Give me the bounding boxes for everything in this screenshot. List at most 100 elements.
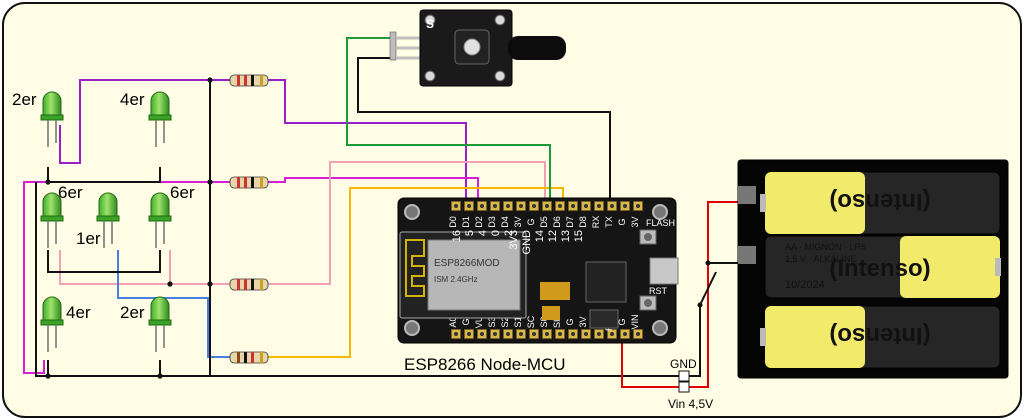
pin-label: S0 [539, 316, 549, 327]
resistor-2 [229, 176, 269, 189]
led-mid-left: 6er [40, 183, 83, 249]
pin-3v: 3V [578, 316, 591, 339]
pin-label: G [565, 318, 575, 325]
sensor-module: S [389, 9, 566, 87]
pin-label: VIN [630, 314, 640, 329]
rst-label: RST [649, 286, 668, 296]
pin-label: 3V [630, 216, 640, 227]
led-label: 2er [120, 303, 145, 322]
sensor-pin-label: S [426, 17, 434, 31]
silk-label: 3V3 [508, 230, 520, 250]
wire-yellow [268, 187, 564, 358]
pin-d4: D4 [500, 201, 513, 228]
wire-green [346, 37, 551, 205]
led-label: 4er [120, 90, 145, 109]
pin-label: RX [591, 216, 601, 229]
pin-g: G [526, 201, 539, 226]
pin-label: 3V [578, 316, 588, 327]
battery-brand: (Intenso) [829, 322, 930, 349]
silk-label: 0 [490, 230, 502, 236]
resistor-1 [229, 74, 269, 87]
pin-label: D6 [552, 216, 562, 228]
silk-label: 4 [477, 230, 489, 236]
pin-d2: D2 [474, 201, 487, 228]
silk-label: 2 [503, 230, 515, 236]
wire-purple [59, 79, 467, 205]
pin-d7: D7 [565, 201, 578, 228]
pin-3v: 3V [630, 201, 643, 228]
pin-d0: D0 [448, 201, 461, 228]
silk-label: 13 [560, 230, 572, 242]
wires [23, 37, 748, 388]
battery-spec: 1,5 V · ALKALINE [785, 254, 857, 264]
battery-brand: (Intenso) [829, 188, 930, 215]
silk-label: 5 [464, 230, 476, 236]
pin-s2: S2 [500, 316, 513, 339]
pin-label: S1 [513, 316, 523, 327]
pin-label: TX [604, 216, 614, 228]
pin-label: A0 [448, 316, 458, 327]
wire-red [621, 201, 748, 388]
pin-d1: D1 [461, 201, 474, 228]
led-label: 2er [12, 90, 37, 109]
pin-label: VU [474, 316, 484, 329]
silk-label: 12 [547, 230, 559, 242]
power-connector: GND Vin 4,5V [668, 357, 713, 411]
pin-label: D8 [578, 216, 588, 228]
led-mid-center: 1er [76, 192, 120, 249]
pin-label: G [617, 218, 627, 225]
vin-label: Vin 4,5V [668, 397, 713, 411]
pin-s3: S3 [487, 316, 500, 339]
pin-label: SK [552, 316, 562, 328]
led-bottom-right: 2er [120, 296, 172, 353]
pin-d8: D8 [578, 201, 591, 228]
pin-label: D1 [461, 216, 471, 228]
pin-d5: D5 [539, 201, 552, 228]
battery-pack: (Intenso) (Intenso) AA · MIGNON · LR6 1,5 V… [737, 159, 1009, 379]
pin-label: D5 [539, 216, 549, 228]
pin-label: D0 [448, 216, 458, 228]
pin-label: G [461, 318, 471, 325]
resistors [229, 74, 269, 364]
led-label: 6er [170, 183, 195, 202]
silk-label: 16 [451, 230, 463, 242]
battery-brand: (Intenso) [829, 255, 930, 282]
battery-3: (Intenso) [760, 305, 1001, 369]
usb-port [649, 257, 679, 285]
pin-s1: S1 [513, 316, 526, 339]
resistor-4 [229, 351, 269, 364]
wire-black [357, 57, 611, 205]
gnd-label: GND [670, 357, 697, 371]
battery-date: 10/2024 [785, 279, 825, 291]
silk-label: 14 [534, 230, 546, 242]
pin-d3: D3 [487, 201, 500, 228]
led-top-left: 2er [12, 90, 64, 148]
led-label: 1er [76, 229, 101, 248]
pin-g: G [617, 201, 630, 226]
pin-rx: RX [591, 201, 604, 229]
pin-g: G [565, 318, 578, 339]
pin-vu: VU [474, 316, 487, 339]
pin-g: G [461, 318, 474, 339]
led-mid-right: 6er [148, 183, 195, 249]
silk-label: 15 [573, 230, 585, 242]
pin-label: D3 [487, 216, 497, 228]
pin-vin: VIN [630, 314, 643, 339]
led-label: 6er [58, 183, 83, 202]
board-caption: ESP8266 Node-MCU [404, 355, 566, 374]
battery-spec: AA · MIGNON · LR6 [785, 242, 866, 252]
pin-label: S2 [500, 316, 510, 327]
led-array: 2er 4er 6er 1er 6er 4er 2er [12, 90, 195, 353]
power-switch [697, 260, 717, 308]
pin-label: D7 [565, 216, 575, 228]
pin-label: D4 [500, 216, 510, 228]
pin-s0: S0 [539, 316, 552, 339]
pin-tx: TX [604, 201, 617, 228]
pin-label: S3 [487, 316, 497, 327]
pin-3v: 3V [513, 201, 526, 228]
